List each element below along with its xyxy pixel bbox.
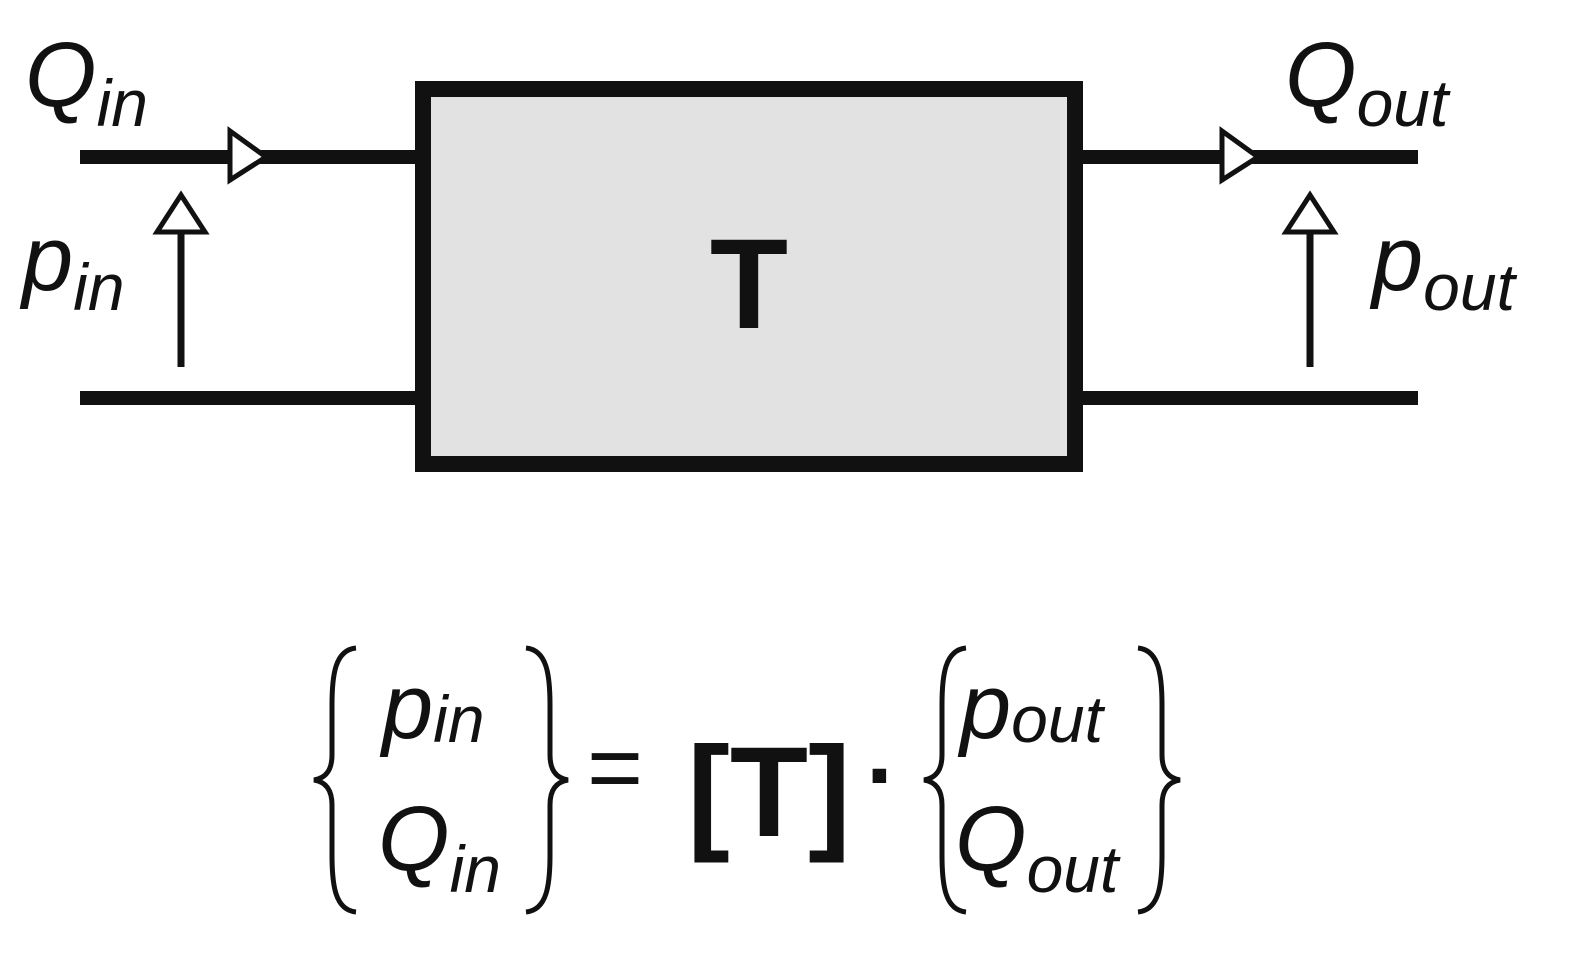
p-out-label: pout bbox=[1369, 208, 1518, 324]
q-in-arrowhead bbox=[227, 126, 271, 185]
rhs-right-brace bbox=[1137, 645, 1181, 915]
lhs-left-brace bbox=[313, 645, 357, 915]
p-in-label: pin bbox=[19, 208, 125, 324]
dot-operator: · bbox=[866, 722, 898, 829]
t-matrix: [T] bbox=[687, 721, 850, 864]
lhs-top-entry: pin bbox=[379, 656, 485, 758]
rhs-top-entry: pout bbox=[957, 656, 1106, 758]
p-in-arrowhead bbox=[152, 190, 210, 235]
t-block-label: T bbox=[710, 213, 788, 356]
q-in-label: Qin bbox=[25, 24, 148, 140]
equals-sign: = bbox=[587, 714, 643, 821]
q-out-label: Qout bbox=[1285, 24, 1451, 140]
lhs-bottom-entry: Qin bbox=[378, 788, 501, 906]
rhs-left-brace bbox=[923, 645, 967, 915]
q-out-arrowhead bbox=[1219, 126, 1263, 185]
rhs-bottom-entry: Qout bbox=[955, 788, 1121, 906]
lhs-right-brace bbox=[525, 645, 569, 915]
equation: pin Qin = [T] · pout Qout bbox=[313, 645, 1181, 915]
t-block bbox=[415, 81, 1083, 472]
p-out-arrowhead bbox=[1281, 190, 1339, 235]
